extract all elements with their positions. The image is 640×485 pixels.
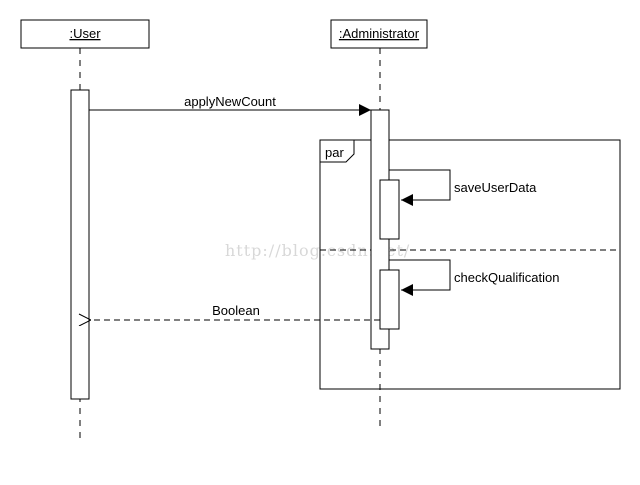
- activation-user[interactable]: [70, 89, 90, 400]
- message-save-user-data[interactable]: saveUserData: [389, 169, 537, 206]
- lifeline-admin-label: :Administrator: [339, 26, 420, 41]
- par-fragment[interactable]: par: [319, 139, 621, 390]
- message-boolean-return[interactable]: Boolean: [91, 303, 380, 320]
- lifeline-user-label: :User: [69, 26, 101, 41]
- par-fragment-tab: [320, 140, 355, 163]
- message-save-label: saveUserData: [454, 180, 537, 195]
- par-fragment-operator: par: [325, 145, 344, 160]
- message-return-label: Boolean: [212, 303, 260, 318]
- message-check-qualification[interactable]: checkQualification: [389, 259, 560, 296]
- message-apply-label: applyNewCount: [184, 94, 276, 109]
- activation-admin-save[interactable]: [379, 179, 400, 240]
- lifeline-admin-head[interactable]: [330, 19, 428, 49]
- message-check-label: checkQualification: [454, 270, 560, 285]
- lifeline-user-head[interactable]: [20, 19, 150, 49]
- message-apply-new-count[interactable]: applyNewCount: [89, 94, 371, 116]
- message-save-arrow[interactable]: [389, 169, 451, 206]
- message-check-arrow[interactable]: [389, 259, 451, 296]
- par-fragment-frame[interactable]: [319, 139, 621, 390]
- watermark-text: http://blog.csdn.net/: [225, 241, 410, 260]
- activation-admin-check[interactable]: [379, 269, 400, 330]
